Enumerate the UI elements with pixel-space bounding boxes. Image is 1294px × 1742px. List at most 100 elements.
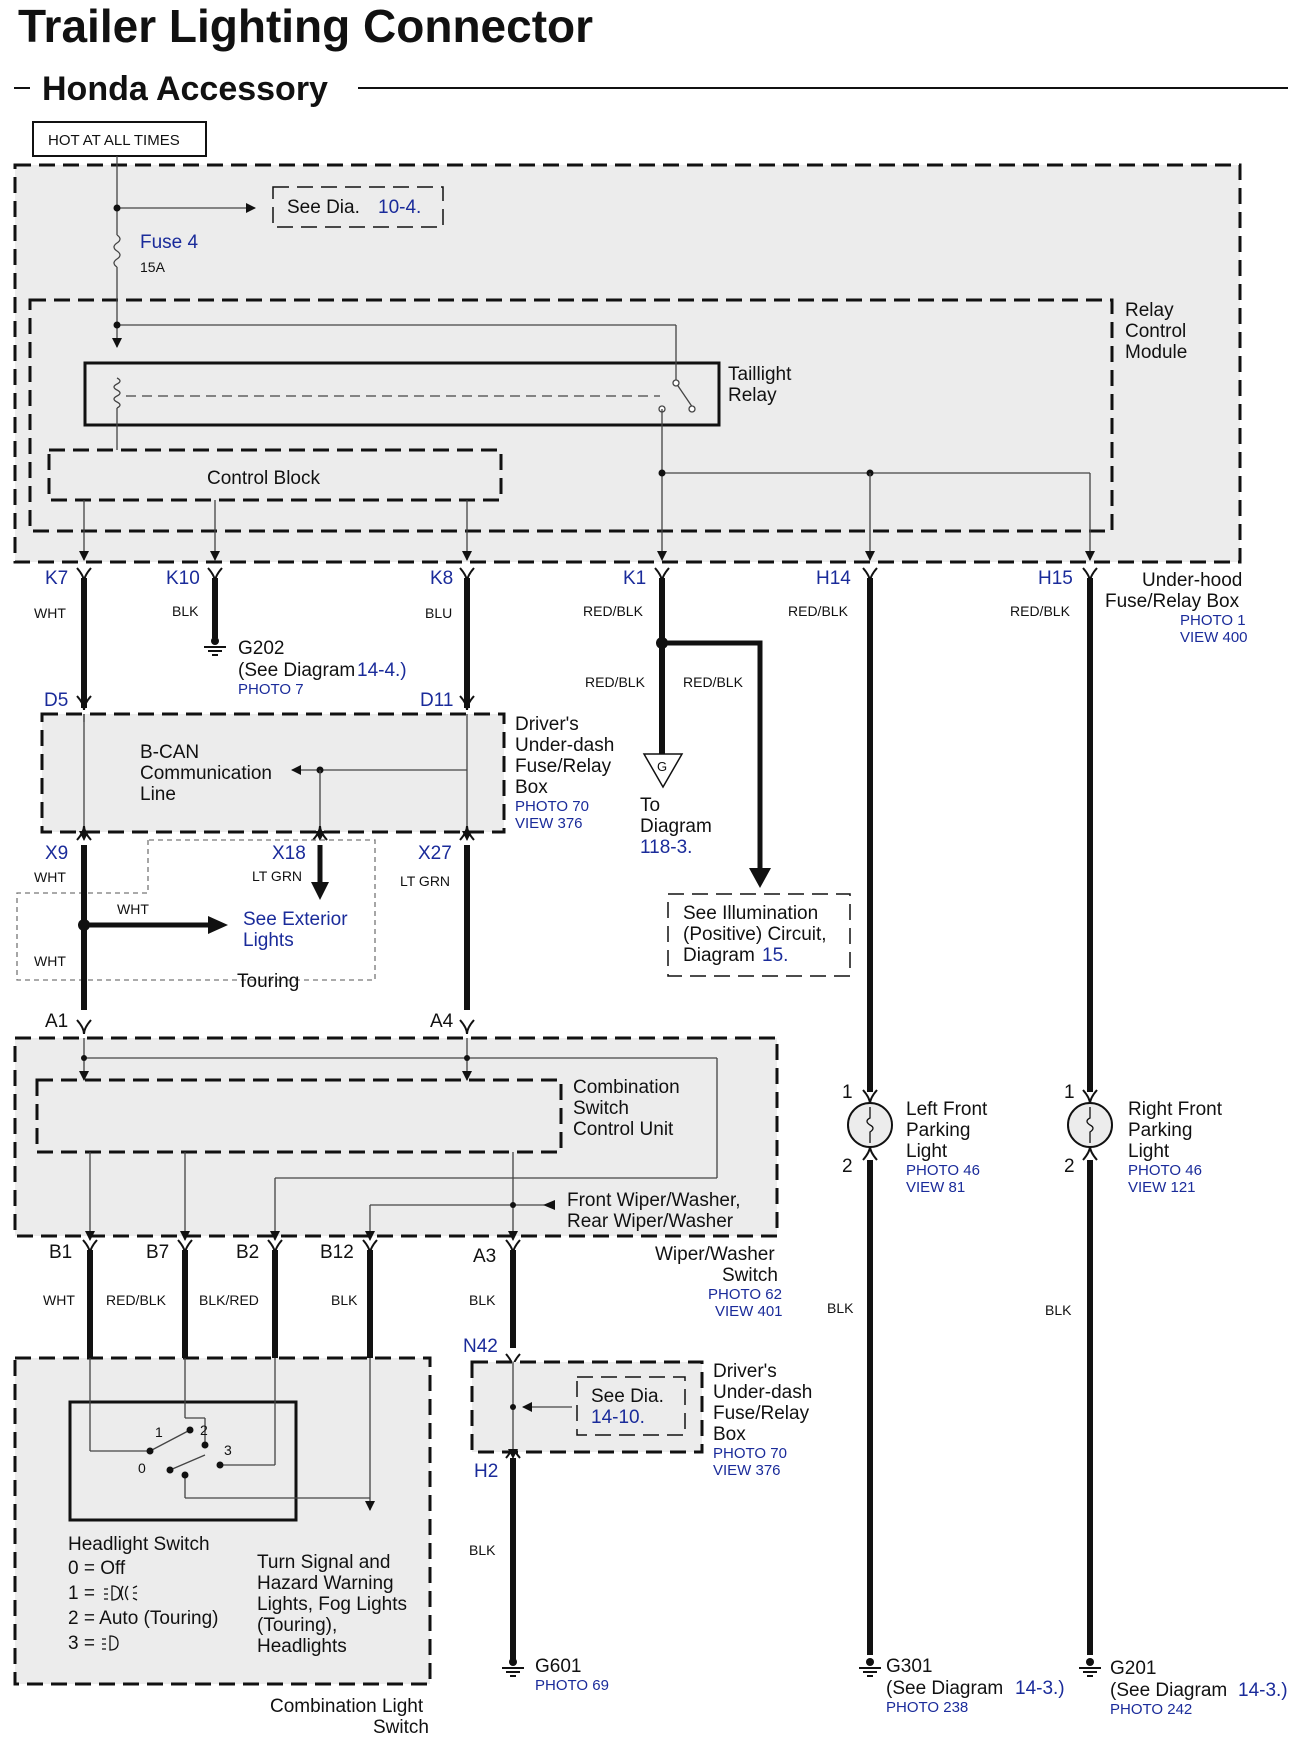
right-light-line-3: Light — [1128, 1141, 1170, 1162]
hs-pos-0: 0 = Off — [68, 1558, 126, 1579]
combo-light-switch-line-1: Combination Light — [270, 1696, 424, 1717]
headlight-icon — [102, 1635, 119, 1651]
relay-module-line-1: Relay — [1125, 300, 1174, 321]
taillight-relay-line-2: Relay — [728, 385, 777, 406]
turn-signal-line-3: Lights, Fog Lights — [257, 1594, 407, 1615]
wire-b1: WHT — [43, 1292, 75, 1308]
g202-photo: PHOTO 7 — [238, 681, 304, 698]
g301-ground-icon — [859, 1658, 881, 1677]
bcan-line-1: B-CAN — [140, 742, 199, 763]
front-wiper-line-1: Front Wiper/Washer, — [567, 1190, 741, 1211]
headlight-switch-title: Headlight Switch — [68, 1534, 210, 1555]
wiper-washer-switch-box — [13, 1036, 779, 1238]
left-light-line-2: Parking — [906, 1120, 970, 1141]
wire-x9: WHT — [34, 869, 66, 885]
wire-right-light: BLK — [1045, 1302, 1072, 1318]
k1-ref: 118-3. — [640, 837, 692, 858]
fuse-name: Fuse 4 — [140, 232, 199, 253]
front-wiper-line-2: Rear Wiper/Washer — [567, 1211, 734, 1232]
pin-h2: H2 — [474, 1461, 498, 1482]
left-light-line-3: Light — [906, 1141, 948, 1162]
g201-photo: PHOTO 242 — [1110, 1701, 1192, 1718]
g-triangle-icon — [642, 753, 684, 789]
left-light-photo: PHOTO 46 — [906, 1162, 980, 1179]
underhood-view: VIEW 400 — [1180, 629, 1248, 646]
pin-b2: B2 — [236, 1242, 259, 1263]
taillight-relay-box — [83, 361, 721, 427]
n42-see: See Dia. — [591, 1386, 664, 1407]
pin-k10: K10 — [166, 568, 200, 589]
right-bulb-icon — [1067, 1102, 1113, 1148]
turn-signal-line-4: (Touring), — [257, 1615, 337, 1636]
left-light-pin2: 2 — [842, 1156, 853, 1177]
g301-ref: 14-3.) — [1015, 1678, 1065, 1699]
g202-see: (See Diagram — [238, 660, 355, 681]
pin-a3: A3 — [473, 1246, 496, 1267]
pin-a1: A1 — [45, 1011, 68, 1032]
control-block-box — [47, 448, 503, 502]
wire-b12: BLK — [331, 1292, 358, 1308]
contact-3: 3 — [224, 1442, 232, 1458]
driver-top-line-1: Driver's — [515, 714, 579, 735]
pin-d5: D5 — [44, 690, 68, 711]
left-light-line-1: Left Front — [906, 1099, 988, 1120]
illum-line-2: (Positive) Circuit, — [683, 924, 827, 945]
combo-unit-line-3: Control Unit — [573, 1119, 674, 1140]
wire-k1: RED/BLK — [583, 603, 644, 619]
bcan-line-3: Line — [140, 784, 176, 805]
touring-region — [16, 839, 376, 981]
underhood-label-1: Under-hood — [1142, 570, 1242, 591]
touring-label: Touring — [237, 971, 299, 992]
turn-signal-line-5: Headlights — [257, 1636, 347, 1657]
g201-name: G201 — [1110, 1658, 1156, 1679]
left-bulb-icon — [847, 1102, 893, 1148]
driver-top-line-3: Fuse/Relay — [515, 756, 612, 777]
fuse-icon — [113, 234, 121, 268]
driver-bottom-view: VIEW 376 — [713, 1462, 781, 1479]
pin-n42: N42 — [463, 1336, 498, 1357]
g601-name: G601 — [535, 1656, 581, 1677]
combo-unit-line-2: Switch — [573, 1098, 629, 1119]
touring-wire-c: WHT — [34, 953, 66, 969]
left-light-pin1: 1 — [842, 1082, 853, 1103]
g201-ground-icon — [1079, 1658, 1101, 1677]
wire-left-light: BLK — [827, 1300, 854, 1316]
driver-top-line-4: Box — [515, 777, 548, 798]
bcan-line-2: Communication — [140, 763, 272, 784]
hot-label: HOT AT ALL TIMES — [48, 132, 180, 149]
wire-a3: BLK — [469, 1292, 496, 1308]
contact-1: 1 — [155, 1424, 163, 1440]
illum-ref: 15. — [762, 945, 788, 966]
driver-top-photo: PHOTO 70 — [515, 798, 589, 815]
right-light-pin2: 2 — [1064, 1156, 1075, 1177]
wiper-switch-line-1: Wiper/Washer — [655, 1244, 775, 1265]
driver-bottom-line-1: Driver's — [713, 1361, 777, 1382]
wire-k8: BLU — [425, 605, 452, 621]
driver-bottom-line-2: Under-dash — [713, 1382, 812, 1403]
see-dia-10-4-box — [272, 186, 444, 228]
underhood-label-2: Fuse/Relay Box — [1105, 591, 1240, 612]
hot-at-all-times-box — [32, 121, 207, 157]
wire-b7: RED/BLK — [106, 1292, 167, 1308]
relay-coil-icon — [113, 377, 121, 409]
g301-name: G301 — [886, 1656, 932, 1677]
wire-k10: BLK — [172, 603, 199, 619]
k1-to: To — [640, 795, 660, 816]
wiper-switch-view: VIEW 401 — [715, 1303, 783, 1320]
headlight-switch-contacts — [146, 1426, 224, 1479]
g201-ref: 14-3.) — [1238, 1680, 1288, 1701]
g-triangle-label: G — [657, 759, 667, 774]
wire-h15: RED/BLK — [1010, 603, 1071, 619]
pin-x18: X18 — [272, 843, 306, 864]
g301-see: (See Diagram — [886, 1678, 1003, 1699]
page-title: Trailer Lighting Connector — [18, 0, 593, 52]
underhood-photo: PHOTO 1 — [1180, 612, 1246, 629]
illum-line-1: See Illumination — [683, 903, 818, 924]
right-light-line-2: Parking — [1128, 1120, 1192, 1141]
turn-signal-line-1: Turn Signal and — [257, 1552, 390, 1573]
right-light-photo: PHOTO 46 — [1128, 1162, 1202, 1179]
k1-wire-b: RED/BLK — [683, 674, 744, 690]
pin-h14: H14 — [816, 568, 851, 589]
wiper-switch-line-2: Switch — [722, 1265, 778, 1286]
touring-wire-a: WHT — [117, 901, 149, 917]
